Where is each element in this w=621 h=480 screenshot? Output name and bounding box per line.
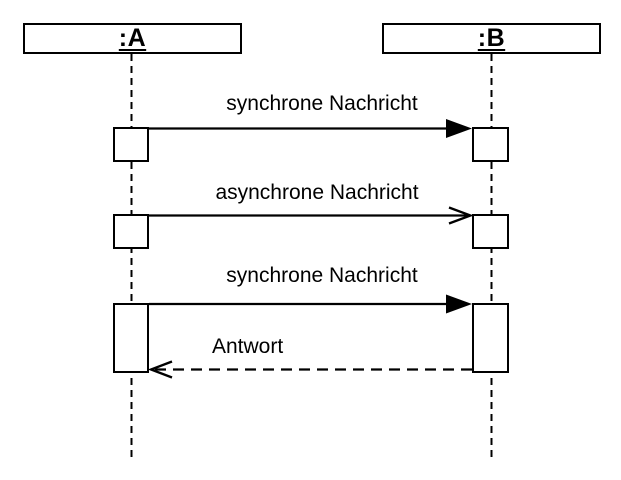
activation-a-2 [113,214,149,249]
message-1-filled-arrowhead-icon [446,119,472,138]
activation-b-2 [472,214,509,249]
message-1-label: synchrone Nachricht [226,92,418,115]
message-4-open-arrowhead-icon [147,360,173,379]
activation-a-3 [113,303,149,373]
message-2-open-arrowhead-icon [448,206,474,225]
lifeline-a-label: :A [118,24,147,52]
activation-b-1 [472,127,509,162]
activation-b-3 [472,303,509,373]
lifeline-header-b: :B [382,23,601,54]
activation-a-1 [113,127,149,162]
message-4-label: Antwort [212,335,284,358]
message-3-label: synchrone Nachricht [226,264,418,287]
message-2-label: asynchrone Nachricht [215,181,419,204]
message-3-filled-arrowhead-icon [446,294,472,314]
lifeline-b-label: :B [477,24,506,52]
lifeline-header-a: :A [23,23,242,54]
